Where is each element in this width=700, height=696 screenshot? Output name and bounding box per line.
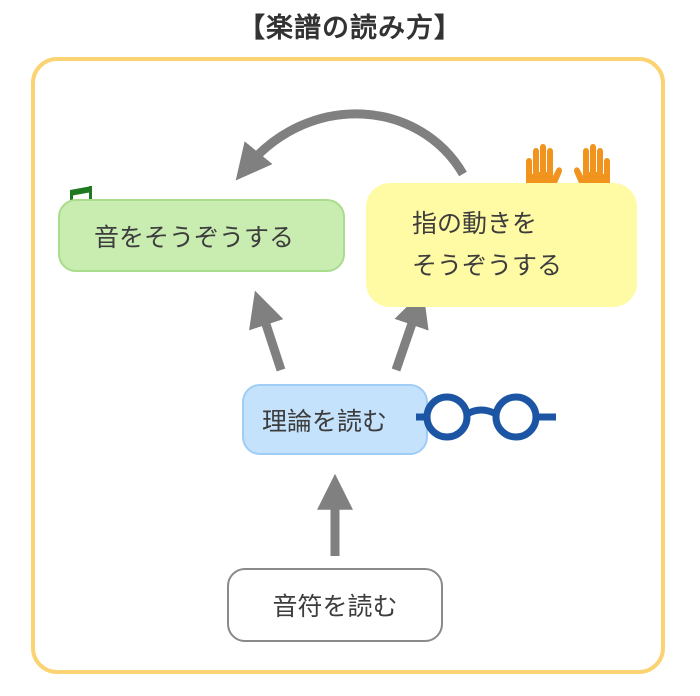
arrow-fingers-to-sound [235,109,467,181]
node-imagine-fingers-line1: 指の動きを [412,209,538,238]
node-read-notes-label: 音符を読む [272,592,398,621]
diagram-frame [31,57,665,674]
node-read-theory-label: 理論を読む [262,406,388,436]
arrow-theory-to-fingers [391,290,429,372]
node-imagine-fingers-line2: そうぞうする [412,251,563,280]
arrow-theory-to-sound [249,290,286,372]
node-imagine-sound: 音をそうぞうする [58,199,345,272]
node-imagine-sound-label: 音をそうぞうする [94,222,295,252]
diagram-title: 【楽譜の読み方】 [238,13,462,44]
node-imagine-fingers: 指の動きを そうぞうする [366,183,637,307]
node-read-notes: 音符を読む [227,568,443,642]
glasses-icon [416,393,556,441]
node-read-theory: 理論を読む [242,384,428,455]
